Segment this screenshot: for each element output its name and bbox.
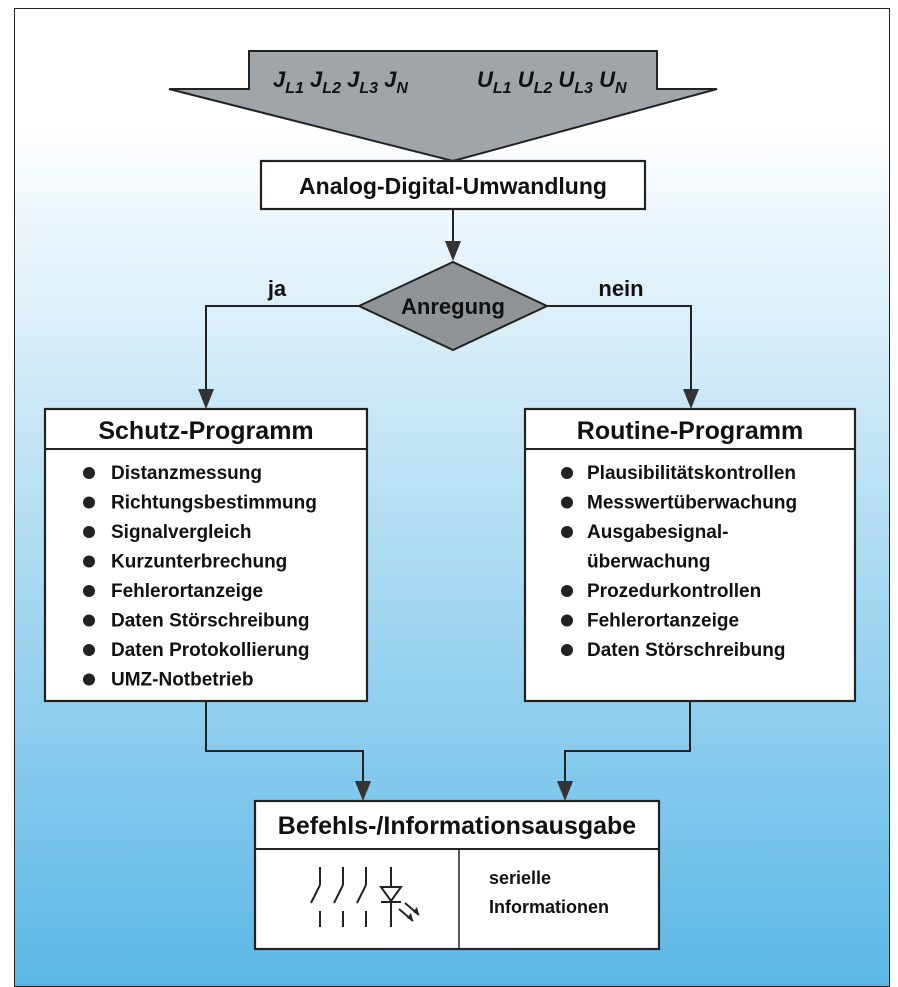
bullet-icon xyxy=(561,467,573,479)
branch-yes-label: ja xyxy=(267,276,287,301)
bullet-icon xyxy=(83,555,95,568)
list-item: Plausibilitätskontrollen xyxy=(587,463,796,484)
bullet-icon xyxy=(561,496,573,509)
decision-label: Anregung xyxy=(401,294,505,319)
protection-title: Schutz-Programm xyxy=(98,417,313,445)
list-item: Prozedurkontrollen xyxy=(587,581,761,602)
bullet-icon xyxy=(83,467,95,479)
arrowhead-yes xyxy=(198,389,214,409)
decision-diamond xyxy=(356,260,550,352)
list-item: Daten Protokollierung xyxy=(111,640,309,661)
output-box xyxy=(253,799,661,951)
adc-label: Analog-Digital-Umwandlung xyxy=(299,173,607,199)
output-title: Befehls-/Informationsausgabe xyxy=(278,812,636,840)
list-item: Signalvergleich xyxy=(111,522,251,543)
bullet-icon xyxy=(561,585,573,597)
voltage-inputs: UL1 UL2 UL3 UN xyxy=(477,67,627,98)
list-item: Fehlerortanzeige xyxy=(111,581,263,602)
list-item: Distanzmessung xyxy=(111,463,262,484)
bullet-icon xyxy=(561,526,573,538)
list-item: Kurzunterbrechung xyxy=(111,552,287,573)
routine-list: PlausibilitätskontrollenMesswertüberwach… xyxy=(561,463,797,661)
input-funnel xyxy=(168,50,718,163)
branch-no-line xyxy=(547,305,692,389)
protection-box xyxy=(43,407,369,703)
protection-list: DistanzmessungRichtungsbestimmungSignalv… xyxy=(83,463,317,691)
led-ray-2 xyxy=(413,907,419,915)
led-ray-1 xyxy=(407,913,413,921)
bullet-icon xyxy=(83,496,95,509)
bullet-icon xyxy=(83,644,95,656)
list-item: Fehlerortanzeige xyxy=(587,611,739,632)
relay-contacts-icon xyxy=(310,867,367,927)
bullet-icon xyxy=(83,614,95,627)
routine-program: Routine-Programm Plausibilitätskontrolle… xyxy=(523,407,857,703)
branch-yes-line xyxy=(205,305,359,389)
bullet-icon xyxy=(561,644,573,656)
current-inputs: JL1 JL2 JL3 JN xyxy=(273,67,408,98)
bullet-icon xyxy=(83,585,95,597)
branch-no-label: nein xyxy=(598,276,643,301)
bullet-icon xyxy=(561,614,573,627)
list-item: Daten Störschreibung xyxy=(587,640,785,661)
arrowhead-protection-output xyxy=(355,781,371,801)
arrow-routine-output xyxy=(564,701,691,781)
list-item: Richtungsbestimmung xyxy=(111,493,317,514)
list-item: überwachung xyxy=(587,552,711,573)
routine-title: Routine-Programm xyxy=(577,417,803,445)
flow-diagram: JL1 JL2 JL3 JN UL1 UL2 UL3 UN Analog-Dig… xyxy=(15,9,889,986)
list-item: Ausgabesignal- xyxy=(587,522,728,543)
list-item: Messwertüberwachung xyxy=(587,493,797,514)
list-item: Daten Störschreibung xyxy=(111,611,309,632)
serial-line-1: serielle xyxy=(489,868,551,888)
adc-box xyxy=(259,159,647,211)
protection-program: Schutz-Programm DistanzmessungRichtungsb… xyxy=(43,407,369,703)
led-icon xyxy=(379,867,420,927)
arrowhead-adc xyxy=(445,241,461,261)
routine-box xyxy=(523,407,857,703)
list-item: UMZ-Notbetrieb xyxy=(111,670,253,691)
bullet-icon xyxy=(83,526,95,538)
bullet-icon xyxy=(83,673,95,686)
serial-line-2: Informationen xyxy=(489,897,609,917)
output-block: Befehls-/Informationsausgabe serielle In… xyxy=(253,799,661,951)
arrow-protection-output xyxy=(205,701,364,781)
diagram-frame: JL1 JL2 JL3 JN UL1 UL2 UL3 UN Analog-Dig… xyxy=(14,8,890,987)
arrowhead-routine-output xyxy=(557,781,573,801)
arrowhead-no xyxy=(683,389,699,409)
